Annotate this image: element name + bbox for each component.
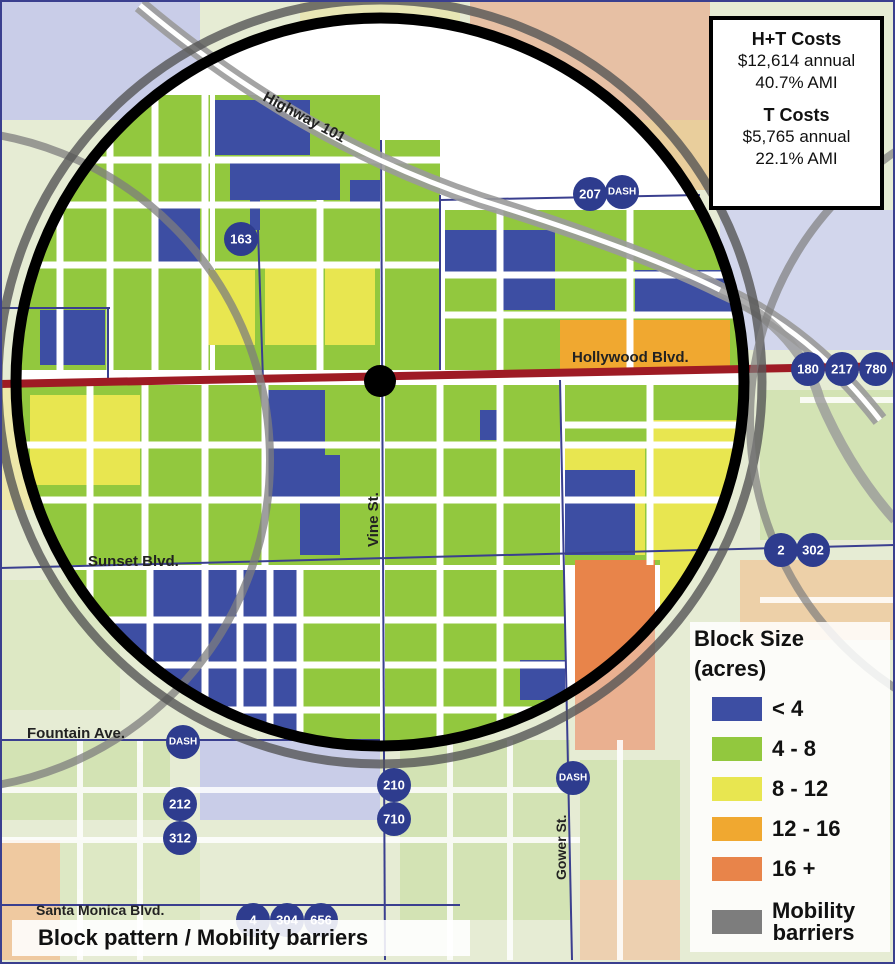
mobility-barrier-ring-east — [746, 147, 895, 693]
legend-item-8-12: 8 - 12 — [712, 774, 828, 804]
legend-label-mobility-line1: Mobility — [772, 898, 856, 923]
legend-label-mobility: Mobility barriers — [772, 900, 855, 944]
half-mile-radius-circle — [10, 12, 750, 752]
legend-swatch — [712, 857, 762, 881]
legend-swatch — [712, 910, 762, 934]
legend-swatch — [712, 777, 762, 801]
mobility-barrier-ring-outer — [0, 0, 767, 769]
legend-item-under-4: < 4 — [712, 694, 803, 724]
legend-item-4-8: 4 - 8 — [712, 734, 816, 764]
legend-label: 12 - 16 — [772, 816, 841, 841]
ht-costs-annual: $12,614 annual — [737, 51, 856, 70]
t-costs-ami: 22.1% AMI — [755, 149, 838, 168]
legend-title-line2: (acres) — [694, 656, 767, 681]
highway-101 — [134, 0, 895, 524]
santa-monica-blvd-label: Santa Monica Blvd. — [36, 902, 164, 918]
bus-route-dash-north: DASH — [608, 187, 636, 198]
legend-swatch — [712, 737, 762, 761]
center-point — [364, 365, 396, 397]
legend-label: 8 - 12 — [772, 776, 829, 801]
cost-summary-box: H+T Costs $12,614 annual 40.7% AMI T Cos… — [709, 16, 884, 210]
fountain-ave-label: Fountain Ave. — [27, 725, 125, 742]
legend-item-mobility-barriers: Mobility barriers — [712, 892, 855, 952]
legend-label: < 4 — [772, 696, 804, 721]
sunset-blvd-label: Sunset Blvd. — [88, 553, 179, 570]
legend-swatch — [712, 817, 762, 841]
bus-route-dash-fountain: DASH — [169, 737, 197, 748]
t-costs-title: T Costs — [763, 105, 830, 125]
mobility-barrier-ring-west — [0, 131, 274, 789]
bus-route-dash-gower: DASH — [559, 773, 587, 784]
bus-route-312: 312 — [169, 831, 191, 846]
bus-route-180: 180 — [797, 362, 819, 377]
ht-costs-title: H+T Costs — [751, 29, 842, 49]
vine-st-label: Vine St. — [365, 492, 382, 547]
legend-label: 4 - 8 — [772, 736, 817, 761]
bus-route-210: 210 — [383, 778, 405, 793]
bus-route-780: 780 — [865, 362, 887, 377]
block-size-legend: Block Size (acres) < 4 4 - 8 8 - 12 12 -… — [690, 622, 890, 952]
hollywood-blvd-label: Hollywood Blvd. — [572, 349, 689, 366]
bus-route-163: 163 — [230, 232, 252, 247]
ht-costs-ami: 40.7% AMI — [755, 73, 838, 92]
map-caption: Block pattern / Mobility barriers — [12, 920, 470, 956]
gower-st-label: Gower St. — [553, 815, 569, 880]
bus-route-207: 207 — [579, 187, 601, 202]
legend-swatch — [712, 697, 762, 721]
bus-route-217: 217 — [831, 362, 853, 377]
bus-route-212: 212 — [169, 797, 191, 812]
legend-label-mobility-line2: barriers — [772, 920, 855, 945]
legend-item-12-16: 12 - 16 — [712, 814, 841, 844]
legend-title-line1: Block Size — [694, 626, 805, 651]
t-costs-annual: $5,765 annual — [742, 127, 851, 146]
bus-route-302: 302 — [802, 543, 824, 558]
bus-route-710: 710 — [383, 812, 405, 827]
legend-label: 16 + — [772, 856, 816, 881]
legend-item-16-plus: 16 + — [712, 854, 815, 884]
legend-title: Block Size (acres) — [694, 624, 804, 684]
bus-route-2: 2 — [777, 543, 784, 558]
